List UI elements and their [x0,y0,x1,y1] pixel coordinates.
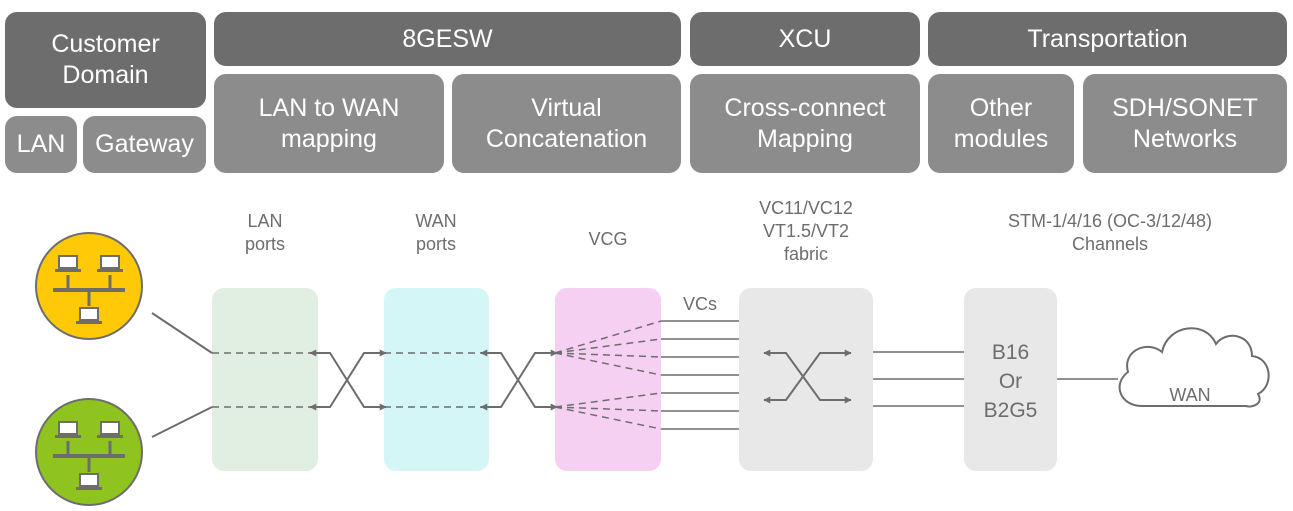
sdh-sonet-box: SDH/SONET Networks [1083,74,1287,173]
transportation-box: Transportation [928,12,1287,66]
virtual-concatenation-label: Virtual Concatenation [485,93,648,153]
xcu-box: XCU [690,12,920,66]
customer-domain-box: Customer Domain [5,12,206,108]
transportation-label: Transportation [1027,24,1188,53]
customer-domain-label: Customer Domain [51,30,160,89]
lan-label: LAN [16,130,66,158]
module-column [964,288,1057,471]
cloud-icon [1118,327,1270,408]
vc-lines [661,320,1118,430]
lan-ports-column [212,288,318,471]
vcs-label: VCs [682,294,717,314]
sdh-sonet-label: SDH/SONET Networks [1112,93,1258,153]
vcg-label: VCG [588,229,628,249]
wan-ports-column [384,288,489,471]
cross-connect-box: Cross-connect Mapping [690,74,920,173]
cross-connect-label: Cross-connect Mapping [724,93,886,153]
bidirectional-arrow-icon [309,349,852,411]
lan-to-wan-label: LAN to WAN mapping [258,93,400,153]
gesw-label: 8GESW [402,24,493,53]
fabric-label: VC11/VC12 VT1.5/VT2 fabric [759,198,853,264]
network-icon-green [35,398,213,506]
xcu-label: XCU [778,24,832,53]
gesw-box: 8GESW [214,12,681,66]
virtual-concatenation-box: Virtual Concatenation [452,74,681,173]
module-label: B16 Or B2G5 [983,341,1038,422]
wan-cloud-label: WAN [1169,385,1211,405]
other-modules-box: Other modules [928,74,1074,173]
stm-channels-label: STM-1/4/16 (OC-3/12/48) Channels [1007,211,1213,254]
lan-ports-label: LAN ports [244,211,286,254]
gateway-label: Gateway [95,130,194,158]
wan-ports-label: WAN ports [415,211,457,254]
other-modules-label: Other modules [953,93,1049,153]
vcg-column [555,288,661,471]
lan-box: LAN [5,116,77,173]
network-icon-yellow [35,232,213,354]
dashed-port-lines [212,320,662,430]
gateway-box: Gateway [83,116,206,173]
lan-to-wan-box: LAN to WAN mapping [214,74,444,173]
